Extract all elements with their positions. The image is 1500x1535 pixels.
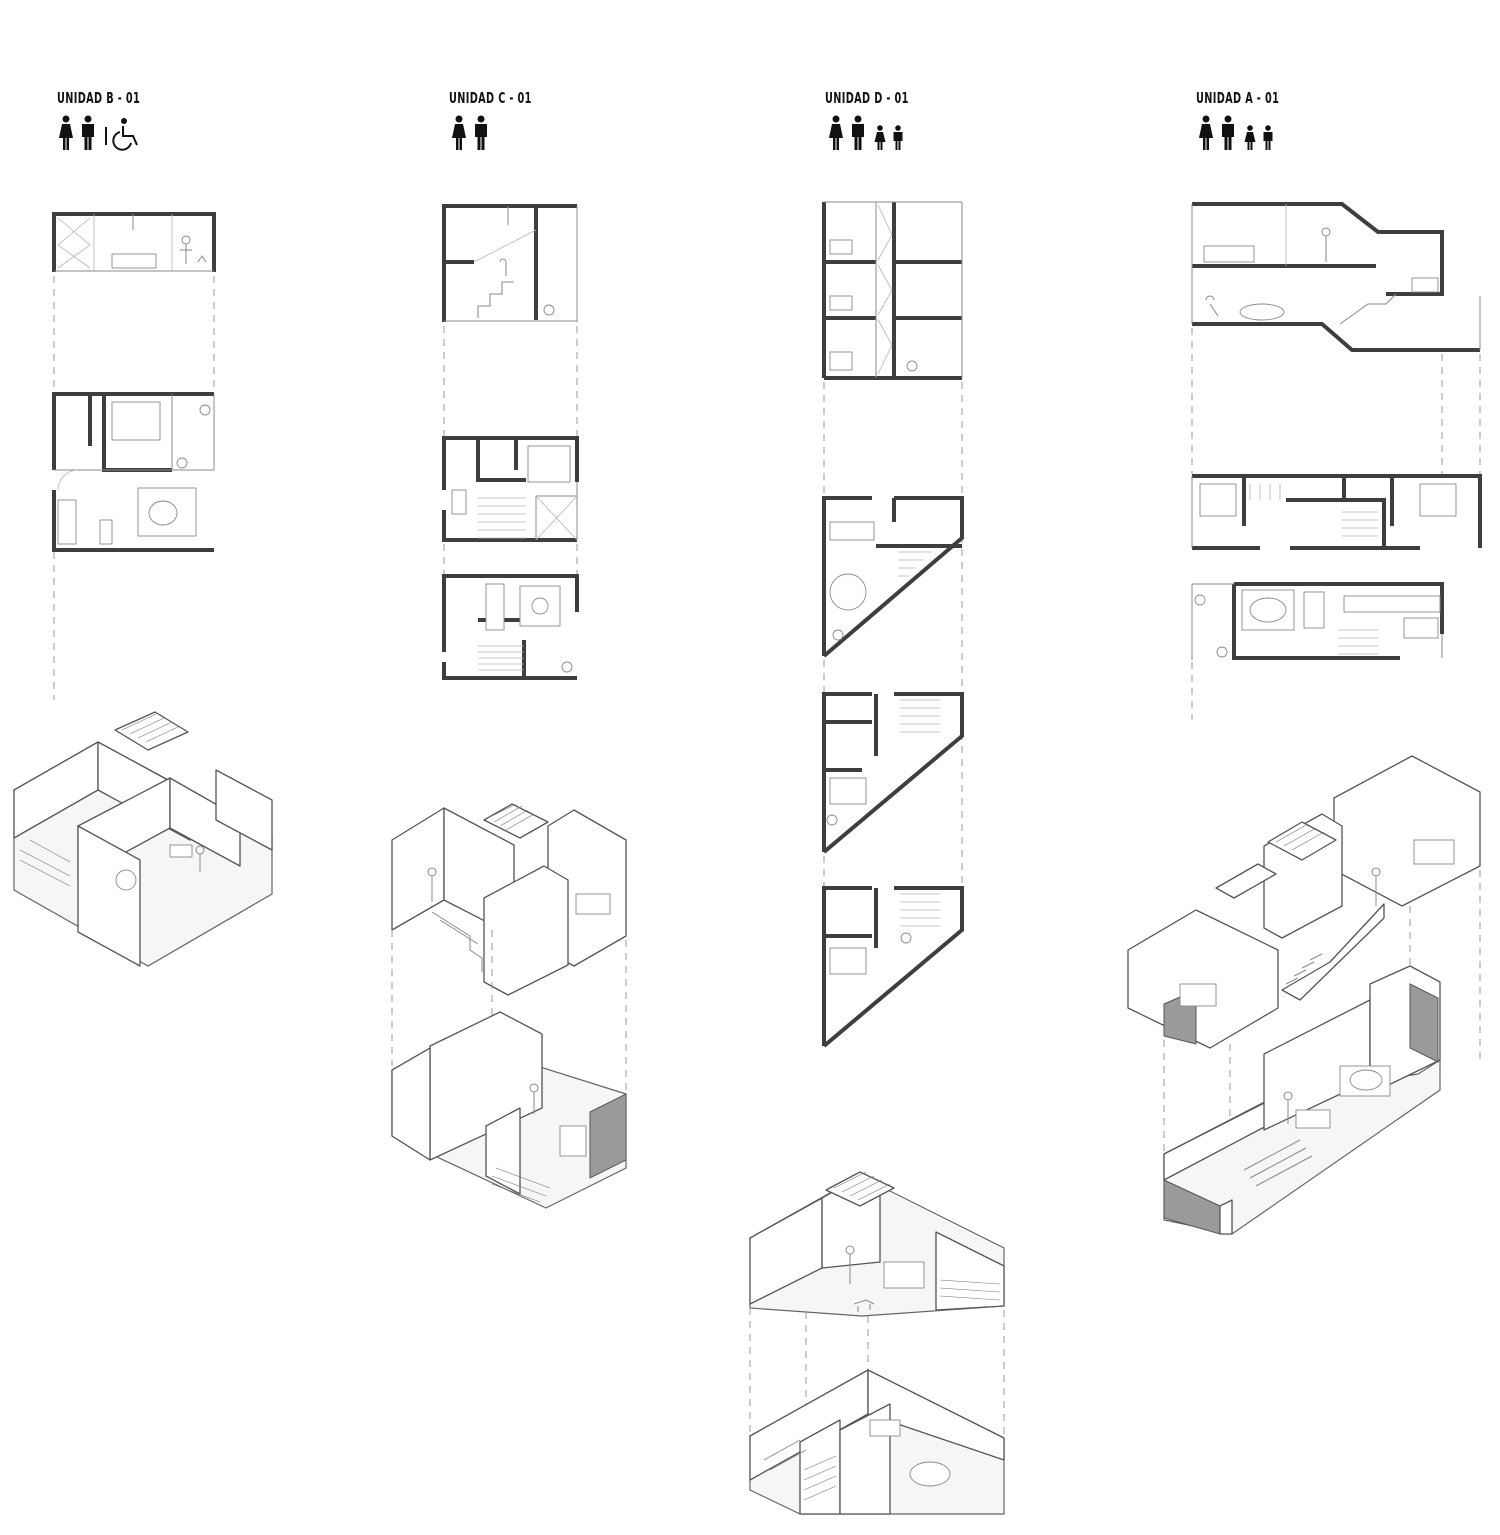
unit-c-guides xyxy=(443,326,578,574)
unit-d-isometric-lower xyxy=(749,1369,1005,1515)
woman-icon xyxy=(59,115,73,150)
unit-c-guides-iso xyxy=(391,930,627,1090)
unit-d-section xyxy=(822,201,963,380)
unit-c-section xyxy=(442,204,578,322)
unit-b-floor-plan xyxy=(52,392,215,552)
boy-icon xyxy=(893,125,903,150)
unit-c-lower-plan xyxy=(442,574,579,680)
unit-a-guides xyxy=(1191,328,1481,720)
unit-a-upper-plan xyxy=(1191,474,1482,550)
unit-a-occupants xyxy=(1198,115,1280,150)
unit-c-title: UNIDAD C - 01 xyxy=(449,89,532,107)
wheelchair-icon xyxy=(112,118,138,151)
unit-c-occupants xyxy=(451,115,495,150)
woman-icon xyxy=(829,115,843,150)
man-icon xyxy=(475,115,487,150)
divider xyxy=(105,127,107,145)
unit-c-isometric-lower xyxy=(391,1011,627,1209)
unit-a-section xyxy=(1191,202,1481,352)
girl-icon xyxy=(1244,125,1256,150)
boy-icon xyxy=(1263,125,1273,150)
woman-icon xyxy=(452,115,466,150)
unit-c-upper-plan xyxy=(442,436,579,542)
man-icon xyxy=(852,115,864,150)
unit-b-guides xyxy=(53,276,215,700)
man-icon xyxy=(1222,115,1234,150)
unit-a-guides-iso xyxy=(1163,870,1481,1154)
unit-d-guides xyxy=(823,382,963,888)
unit-d-title: UNIDAD D - 01 xyxy=(825,89,909,107)
unit-d-occupants xyxy=(828,115,910,150)
unit-d-plan-1 xyxy=(822,496,964,658)
man-icon xyxy=(82,115,94,150)
unit-b-section xyxy=(52,212,216,272)
unit-b-isometric xyxy=(13,711,273,967)
unit-d-plan-2 xyxy=(822,692,964,854)
unit-b-occupants xyxy=(58,115,148,151)
unit-a-isometric-lower xyxy=(1163,965,1441,1235)
unit-d-isometric-upper xyxy=(749,1171,1005,1317)
unit-b-title: UNIDAD B - 01 xyxy=(57,89,141,107)
unit-a-title: UNIDAD A - 01 xyxy=(1196,89,1280,107)
unit-a-lower-plan xyxy=(1191,582,1444,660)
unit-c-isometric-upper xyxy=(391,803,627,996)
unit-a-isometric-upper xyxy=(1127,755,1481,1049)
unit-d-plan-3 xyxy=(822,886,964,1048)
woman-icon xyxy=(1199,115,1213,150)
girl-icon xyxy=(874,125,886,150)
